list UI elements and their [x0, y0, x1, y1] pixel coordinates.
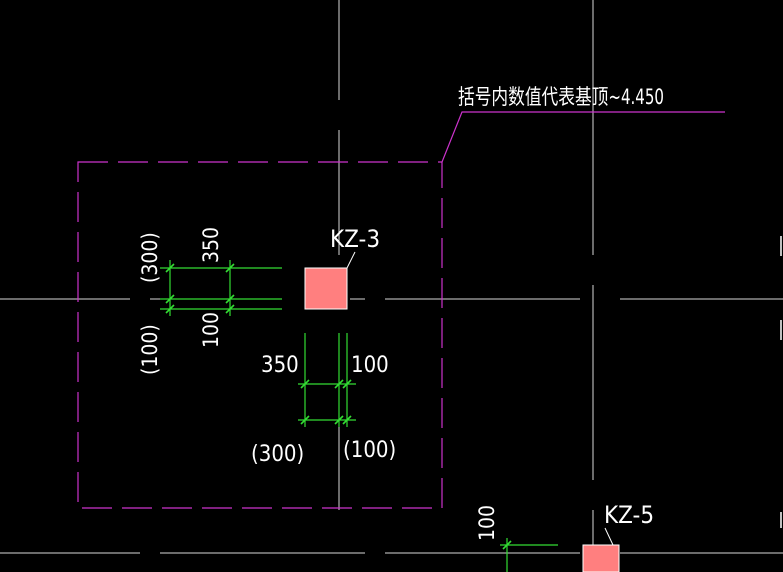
column-kz3-label: KZ-3: [330, 225, 380, 253]
dim-kz5-100: 100: [475, 505, 499, 541]
dim-left-top-350: 350: [199, 227, 223, 263]
annotation-leader: [441, 111, 725, 163]
kz5-leader: [604, 527, 614, 546]
annotation-note: 括号内数值代表基顶~4.450: [458, 85, 664, 109]
column-kz3[interactable]: [304, 267, 348, 310]
dim-left-top-paren: (300): [138, 232, 162, 283]
kz3-leader: [346, 251, 356, 269]
dim-bottom-350: 350: [261, 353, 299, 378]
dim-bottom-100-paren: (100): [343, 438, 396, 463]
column-kz5-label: KZ-5: [604, 501, 654, 529]
dim-bottom-300-paren: (300): [251, 442, 304, 467]
dim-left-bottom-paren: (100): [138, 324, 162, 375]
dimension-ticks: [165, 263, 512, 550]
dim-bottom-100: 100: [351, 353, 389, 378]
foundation-outline[interactable]: [77, 161, 443, 509]
axis-lines: [0, 0, 783, 554]
dim-left-bottom-100: 100: [199, 312, 223, 348]
column-kz5[interactable]: [582, 544, 620, 572]
